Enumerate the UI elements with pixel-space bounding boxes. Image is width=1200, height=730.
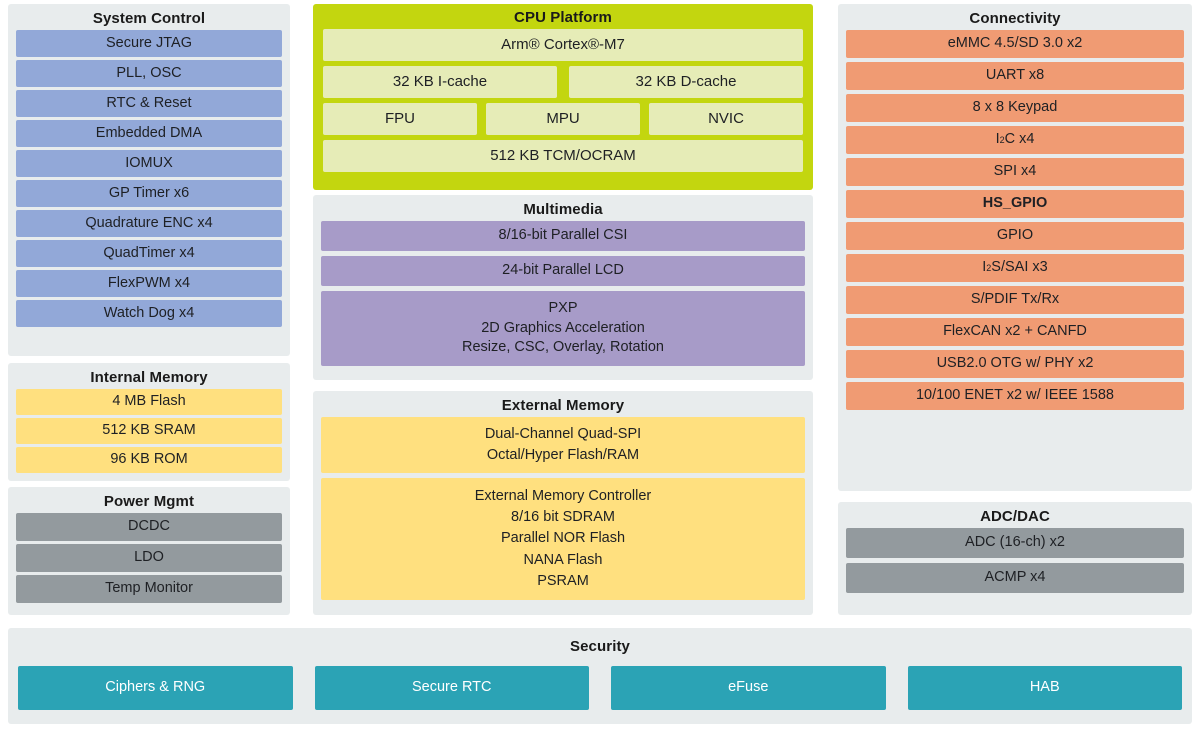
block-temp-monitor[interactable]: Temp Monitor bbox=[16, 575, 282, 603]
emc-line-3: Parallel NOR Flash bbox=[500, 530, 626, 547]
pxp-line-2: 2D Graphics Acceleration bbox=[481, 319, 645, 336]
block-embedded-dma[interactable]: Embedded DMA bbox=[16, 120, 282, 147]
block-keypad[interactable]: 8 x 8 Keypad bbox=[846, 94, 1184, 122]
block-mpu[interactable]: MPU bbox=[486, 103, 640, 135]
panel-title-cpu-platform: CPU Platform bbox=[514, 9, 612, 26]
panel-title-adc-dac: ADC/DAC bbox=[980, 508, 1050, 525]
block-gp-timer[interactable]: GP Timer x6 bbox=[16, 180, 282, 207]
panel-connectivity: Connectivity eMMC 4.5/SD 3.0 x2 UART x8 … bbox=[838, 4, 1192, 491]
block-adc[interactable]: ADC (16-ch) x2 bbox=[846, 528, 1184, 558]
cpu-unit-row: FPU MPU NVIC bbox=[323, 103, 803, 135]
block-pll-osc[interactable]: PLL, OSC bbox=[16, 60, 282, 87]
panel-multimedia: Multimedia 8/16-bit Parallel CSI 24-bit … bbox=[313, 195, 813, 380]
panel-security: Security Ciphers & RNG Secure RTC eFuse … bbox=[8, 628, 1192, 724]
block-pxp[interactable]: PXP 2D Graphics Acceleration Resize, CSC… bbox=[321, 291, 805, 366]
block-arm-cortex-m7[interactable]: Arm® Cortex®-M7 bbox=[323, 29, 803, 61]
panel-title-power-mgmt: Power Mgmt bbox=[103, 493, 195, 510]
block-gpio[interactable]: GPIO bbox=[846, 222, 1184, 250]
panel-title-external-memory: External Memory bbox=[501, 397, 625, 414]
block-watch-dog[interactable]: Watch Dog x4 bbox=[16, 300, 282, 327]
cpu-cache-row: 32 KB I-cache 32 KB D-cache bbox=[323, 66, 803, 98]
block-rtc-reset[interactable]: RTC & Reset bbox=[16, 90, 282, 117]
panel-title-system-control: System Control bbox=[92, 10, 206, 27]
block-secure-rtc[interactable]: Secure RTC bbox=[314, 666, 589, 710]
block-efuse[interactable]: eFuse bbox=[611, 666, 886, 710]
block-flash-4mb[interactable]: 4 MB Flash bbox=[16, 389, 282, 415]
panel-internal-memory: Internal Memory 4 MB Flash 512 KB SRAM 9… bbox=[8, 363, 290, 481]
quad-spi-line-1: Dual-Channel Quad-SPI bbox=[484, 425, 642, 442]
block-parallel-lcd[interactable]: 24-bit Parallel LCD bbox=[321, 256, 805, 286]
i2s-post: S/SAI x3 bbox=[991, 259, 1048, 276]
block-quad-spi[interactable]: Dual-Channel Quad-SPI Octal/Hyper Flash/… bbox=[321, 417, 805, 473]
block-d-cache[interactable]: 32 KB D-cache bbox=[569, 66, 803, 98]
block-acmp[interactable]: ACMP x4 bbox=[846, 563, 1184, 593]
block-external-memory-controller[interactable]: External Memory Controller 8/16 bit SDRA… bbox=[321, 478, 805, 600]
block-hab[interactable]: HAB bbox=[907, 666, 1182, 710]
block-flexcan[interactable]: FlexCAN x2 + CANFD bbox=[846, 318, 1184, 346]
i2c-post: C x4 bbox=[1004, 131, 1035, 148]
panel-title-connectivity: Connectivity bbox=[969, 10, 1061, 27]
panel-power-mgmt: Power Mgmt DCDC LDO Temp Monitor bbox=[8, 487, 290, 615]
block-sram-512kb[interactable]: 512 KB SRAM bbox=[16, 418, 282, 444]
emc-line-2: 8/16 bit SDRAM bbox=[511, 509, 615, 526]
panel-title-multimedia: Multimedia bbox=[523, 201, 603, 218]
block-uart[interactable]: UART x8 bbox=[846, 62, 1184, 90]
block-iomux[interactable]: IOMUX bbox=[16, 150, 282, 177]
block-i-cache[interactable]: 32 KB I-cache bbox=[323, 66, 557, 98]
emc-line-4: NANA Flash bbox=[523, 551, 603, 568]
panel-system-control: System Control Secure JTAG PLL, OSC RTC … bbox=[8, 4, 290, 356]
block-secure-jtag[interactable]: Secure JTAG bbox=[16, 30, 282, 57]
pxp-line-3: Resize, CSC, Overlay, Rotation bbox=[462, 339, 664, 356]
block-flexpwm[interactable]: FlexPWM x4 bbox=[16, 270, 282, 297]
security-block-row: Ciphers & RNG Secure RTC eFuse HAB bbox=[18, 666, 1182, 713]
block-tcm-ocram[interactable]: 512 KB TCM/OCRAM bbox=[323, 140, 803, 172]
emc-line-5: PSRAM bbox=[537, 572, 589, 589]
panel-title-internal-memory: Internal Memory bbox=[90, 369, 208, 386]
emc-line-1: External Memory Controller bbox=[474, 488, 652, 505]
block-dcdc[interactable]: DCDC bbox=[16, 513, 282, 541]
panel-external-memory: External Memory Dual-Channel Quad-SPI Oc… bbox=[313, 391, 813, 615]
block-enet[interactable]: 10/100 ENET x2 w/ IEEE 1588 bbox=[846, 382, 1184, 410]
i2c-pre: I bbox=[995, 131, 1000, 148]
block-fpu[interactable]: FPU bbox=[323, 103, 477, 135]
block-parallel-csi[interactable]: 8/16-bit Parallel CSI bbox=[321, 221, 805, 251]
block-ldo[interactable]: LDO bbox=[16, 544, 282, 572]
block-usb2-otg[interactable]: USB2.0 OTG w/ PHY x2 bbox=[846, 350, 1184, 378]
block-spdif[interactable]: S/PDIF Tx/Rx bbox=[846, 286, 1184, 314]
panel-cpu-platform: CPU Platform Arm® Cortex®-M7 32 KB I-cac… bbox=[313, 4, 813, 190]
block-spi[interactable]: SPI x4 bbox=[846, 158, 1184, 186]
block-hs-gpio[interactable]: HS_GPIO bbox=[846, 190, 1184, 218]
block-ciphers-rng[interactable]: Ciphers & RNG bbox=[18, 666, 293, 710]
panel-title-security: Security bbox=[570, 638, 630, 655]
block-emmc-sd[interactable]: eMMC 4.5/SD 3.0 x2 bbox=[846, 30, 1184, 58]
panel-adc-dac: ADC/DAC ADC (16-ch) x2 ACMP x4 bbox=[838, 502, 1192, 615]
block-nvic[interactable]: NVIC bbox=[649, 103, 803, 135]
block-quadtimer[interactable]: QuadTimer x4 bbox=[16, 240, 282, 267]
i2s-pre: I bbox=[982, 259, 987, 276]
block-rom-96kb[interactable]: 96 KB ROM bbox=[16, 447, 282, 473]
quad-spi-line-2: Octal/Hyper Flash/RAM bbox=[486, 447, 640, 463]
pxp-line-1: PXP bbox=[548, 300, 578, 317]
block-quadrature-enc[interactable]: Quadrature ENC x4 bbox=[16, 210, 282, 237]
